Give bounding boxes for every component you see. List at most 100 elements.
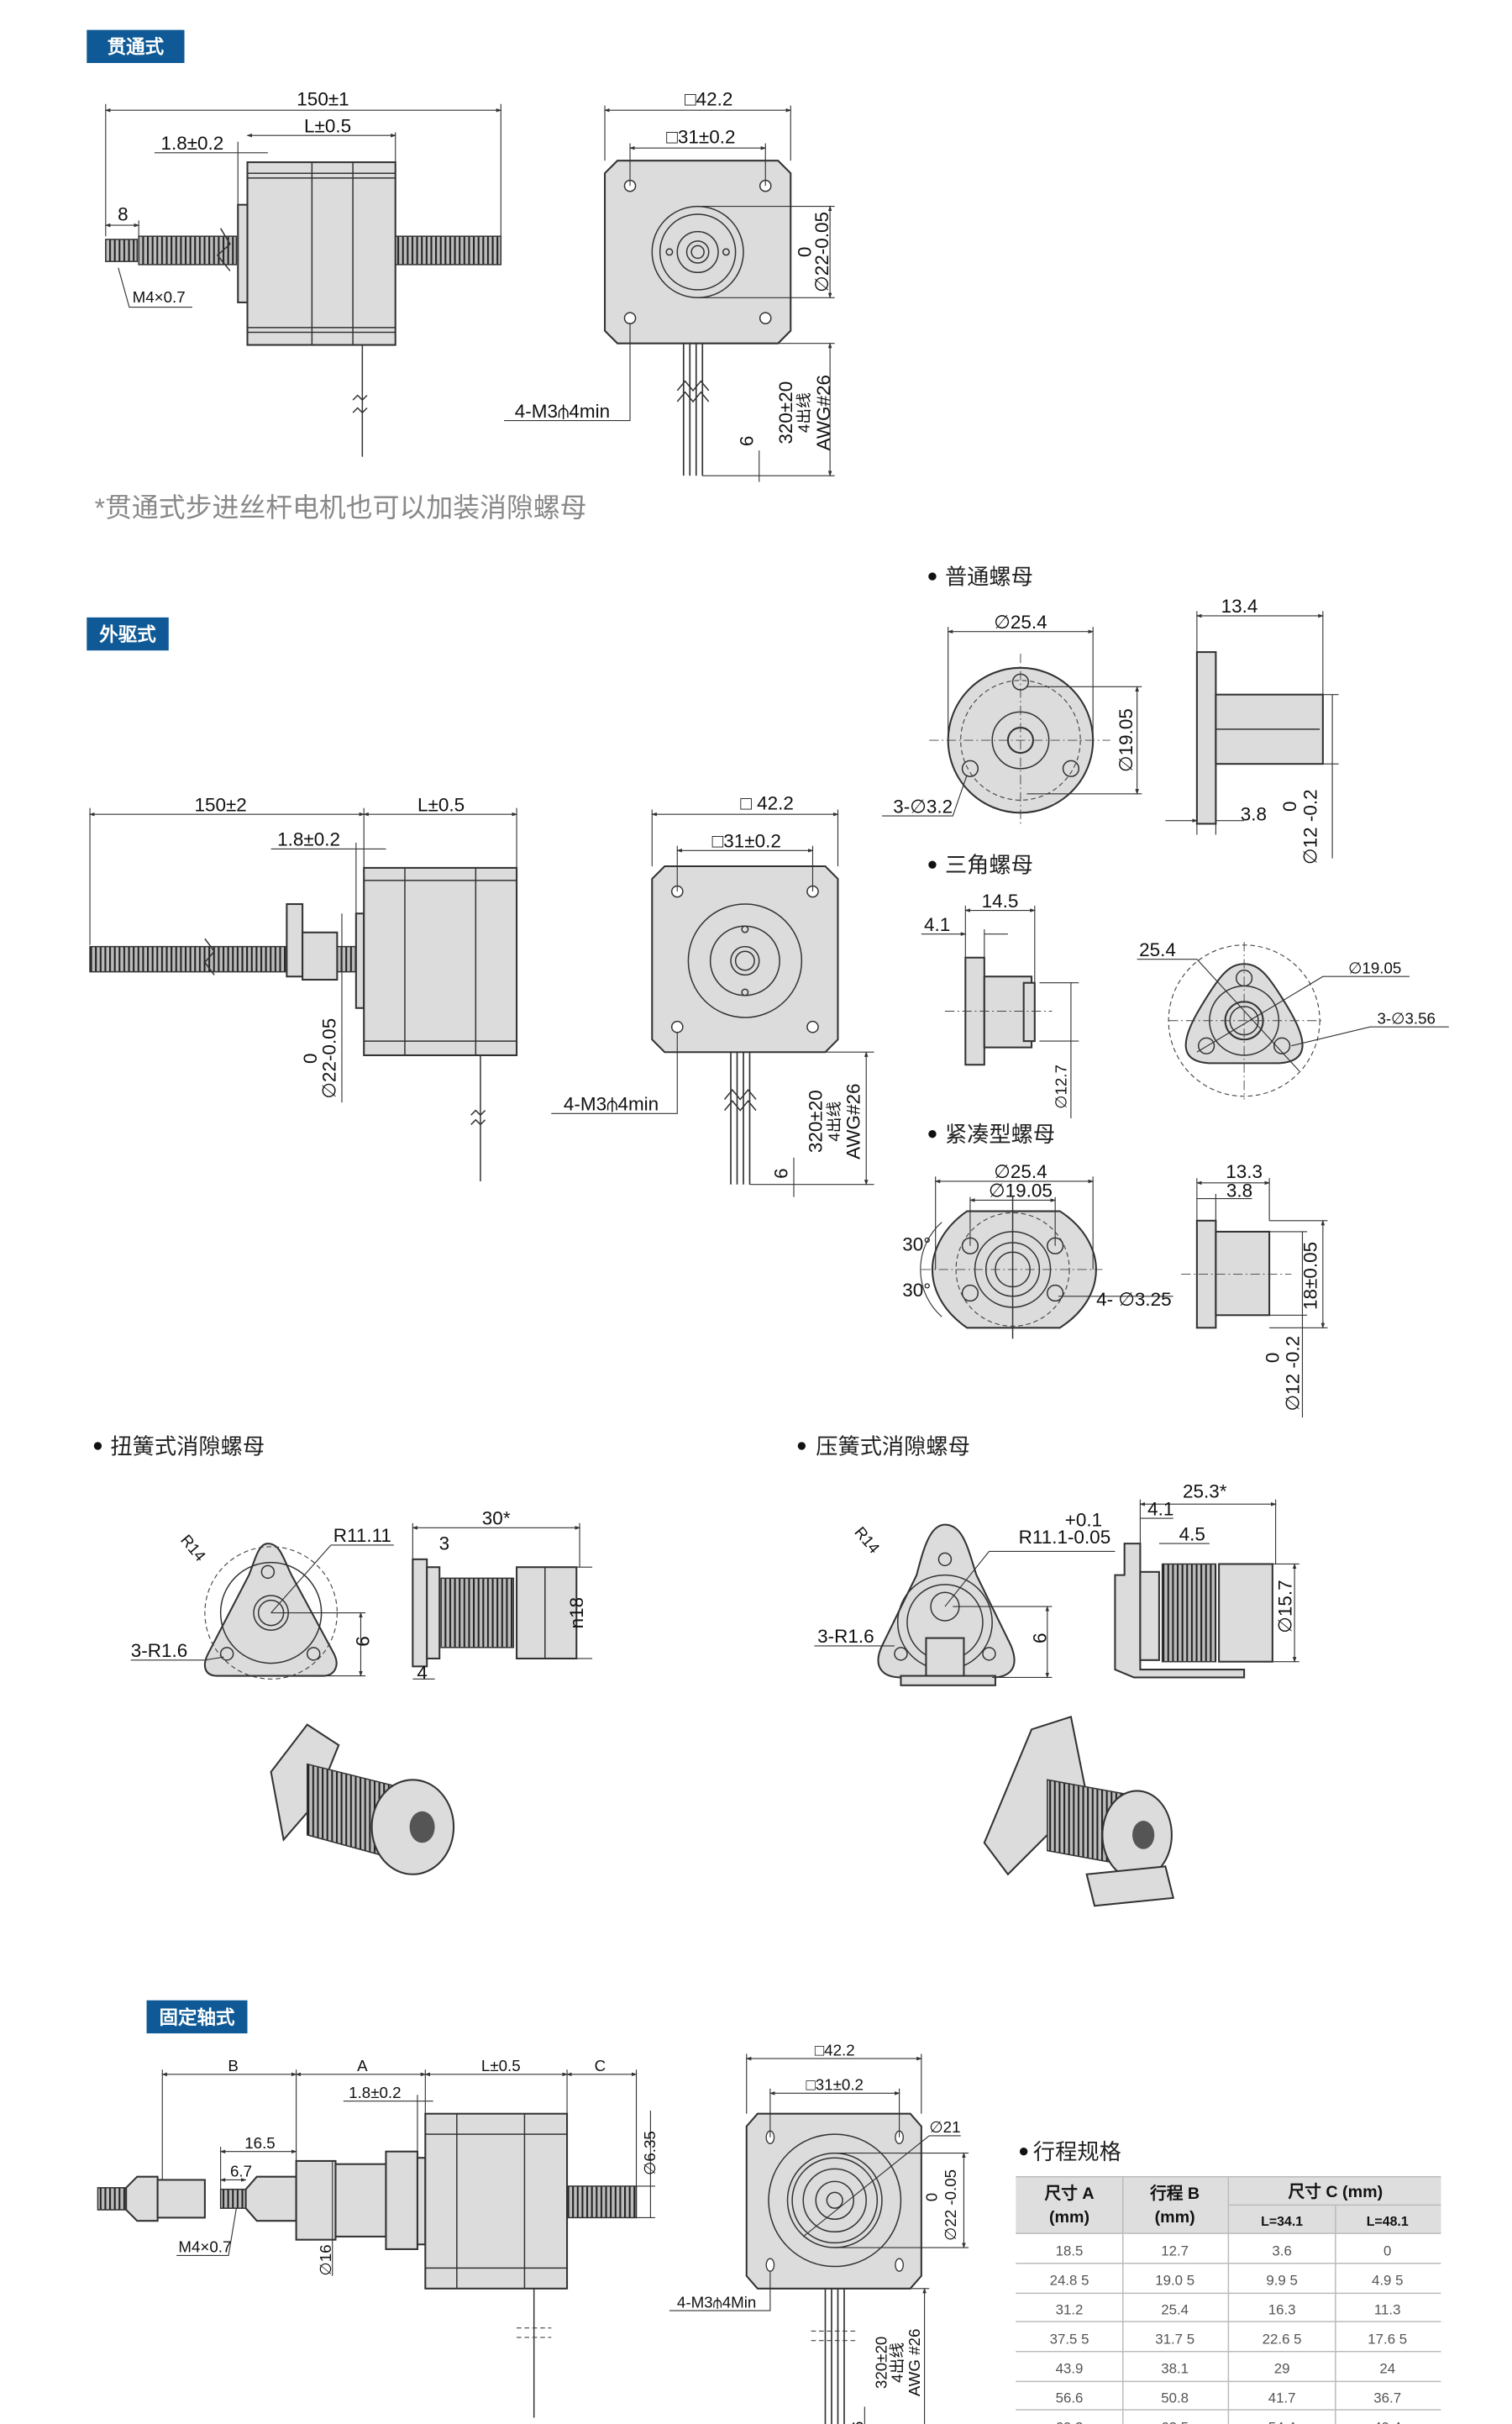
header-c: 尺寸 C (mm) bbox=[1289, 2182, 1383, 2201]
torsion-nut-3d-render bbox=[270, 1723, 455, 1875]
dim-boss-tol: 0 bbox=[1262, 1353, 1283, 1364]
header-c2: L=48.1 bbox=[1367, 2215, 1409, 2229]
dim-flange: 1.8±0.2 bbox=[349, 2084, 401, 2101]
badge-label: 外驱式 bbox=[99, 623, 156, 645]
header-b-unit: (mm) bbox=[1155, 2208, 1195, 2227]
dim-holes: 3-R1.6 bbox=[131, 1640, 188, 1661]
dim-boss-tol: 0 bbox=[1279, 802, 1300, 812]
front-view-external: □ 42.2 □31±0.2 4-M3⫛4min 320±20 4出线 AWG#… bbox=[551, 793, 874, 1197]
dim-boss-tol: 0 bbox=[923, 2193, 941, 2201]
dim-offset: 9 bbox=[352, 1636, 373, 1647]
front-view-fixed: □42.2 □31±0.2 ∅21 0 ∅22 -0.05 4-M3⫛4Min … bbox=[669, 2041, 969, 2424]
dim-length: 13.3 bbox=[1226, 1161, 1263, 1182]
dim-r-outer: R14 bbox=[851, 1523, 883, 1557]
header-a-unit: (mm) bbox=[1049, 2208, 1089, 2227]
dim-c: C bbox=[595, 2057, 606, 2074]
dim-strip: 6 bbox=[736, 436, 757, 447]
dim-square: □42.2 bbox=[685, 89, 732, 110]
lead-gauge: AWG#26 bbox=[843, 1084, 864, 1159]
badge-label: 贯通式 bbox=[108, 37, 165, 58]
dim-strip: 6 bbox=[770, 1168, 791, 1179]
section-through-type: 贯通式 150±1 L±0.5 1.8±0.2 8 bbox=[87, 29, 835, 523]
nut-torsion-title: 扭簧式消隙螺母 bbox=[110, 1433, 265, 1459]
badge-fixed-shaft: 固定轴式 bbox=[146, 2000, 248, 2034]
dim-flange-dia: ∅25.4 bbox=[994, 1161, 1047, 1182]
dim-boss-dia: ∅22-0.05 bbox=[811, 212, 832, 292]
dim-body-length: L±0.5 bbox=[304, 115, 351, 136]
table-cell: 29 bbox=[1274, 2361, 1290, 2377]
dim-dia: n18 bbox=[566, 1597, 587, 1629]
table-cell: 19.0 5 bbox=[1155, 2272, 1194, 2288]
dim-body-length: L±0.5 bbox=[417, 794, 465, 815]
compression-nut-3d-render bbox=[983, 1715, 1175, 1907]
table-cell: 16.3 bbox=[1268, 2302, 1296, 2318]
dim-flange-thk: 4.1 bbox=[924, 914, 950, 935]
dim-step: 4 bbox=[417, 1662, 428, 1683]
dim-flange: 3 bbox=[439, 1533, 450, 1554]
dim-pcd: ∅19.05 bbox=[1116, 708, 1137, 772]
lead-length: 320±20 bbox=[806, 1090, 827, 1153]
nut-compact-title: 紧凑型螺母 bbox=[945, 1122, 1055, 1147]
dim-angle-2: 30° bbox=[902, 1280, 931, 1301]
dim-flange: 1.8±0.2 bbox=[277, 829, 340, 850]
nut-standard: 普通螺母 ∅25.4 ∅19.05 3-∅3.2 13.4 3.8 bbox=[881, 564, 1339, 865]
dim-outer: 25.4 bbox=[1139, 939, 1176, 960]
nut-triangle: 三角螺母 14.5 4.1 ∅12.7 25.4 ∅19.05 3-∅3.5 bbox=[921, 853, 1449, 1118]
dim-hole-pitch: □31±0.2 bbox=[666, 127, 735, 148]
lead-count: 4出线 bbox=[795, 392, 813, 433]
dim-pcd: ∅19.05 bbox=[989, 1180, 1053, 1201]
lead-length: 320±20 bbox=[873, 2337, 890, 2389]
table-cell: 3.6 bbox=[1272, 2243, 1291, 2258]
table-cell: 69.3 bbox=[1056, 2420, 1084, 2424]
table-cell: 49.4 bbox=[1373, 2420, 1401, 2424]
dim-hole-pitch: □31±0.2 bbox=[712, 831, 781, 852]
front-view-through: □42.2 □31±0.2 0 0 ∅22-0.05 4-M3⫛4min 6 3… bbox=[504, 89, 835, 482]
side-view-fixed: B A L±0.5 C 1.8±0.2 16.5 6.7 M4×0.7 ∅16 … bbox=[97, 2057, 659, 2418]
badge-label: 固定轴式 bbox=[160, 2006, 235, 2028]
stroke-spec-table: 行程规格 尺寸 A (mm) 行程 B (mm) 尺寸 C (mm) L=34.… bbox=[1016, 2139, 1441, 2424]
nut-triangle-title: 三角螺母 bbox=[945, 853, 1033, 878]
table-cell: 0 bbox=[1383, 2243, 1391, 2258]
dim-b: B bbox=[228, 2057, 238, 2074]
table-cell: 36.7 bbox=[1373, 2390, 1401, 2406]
dim-thread: M4×0.7 bbox=[133, 288, 186, 306]
table-cell: 17.6 5 bbox=[1368, 2332, 1407, 2348]
dim-holes: 3-∅3.56 bbox=[1377, 1009, 1435, 1027]
dim-mount-holes: 4-M3⫛4Min bbox=[677, 2293, 756, 2311]
lead-count: 4出线 bbox=[825, 1102, 843, 1142]
dim-holes: 3-∅3.2 bbox=[893, 796, 953, 817]
dim-flange-dia: ∅25.4 bbox=[994, 612, 1047, 633]
nut-torsion-spring: 扭簧式消隙螺母 R14 R11.11 3-R1.6 9 30* 3 4 bbox=[93, 1433, 593, 1875]
table-cell: 63.5 bbox=[1161, 2420, 1189, 2424]
dim-flange-thk: 3.8 bbox=[1241, 804, 1267, 825]
dim-thread-length: 8 bbox=[118, 203, 129, 224]
table-cell: 50.8 bbox=[1161, 2390, 1189, 2406]
side-view-through: 150±1 L±0.5 1.8±0.2 8 M4×0.7 bbox=[104, 89, 502, 457]
nut-compression-spring: 压簧式消隙螺母 R14 +0.1 R11.1-0.05 3-R1.6 9 bbox=[797, 1433, 1299, 1907]
dim-r-inner: R11.11 bbox=[333, 1525, 391, 1546]
dim-r-inner: R11.1-0.05 bbox=[1019, 1527, 1111, 1548]
dim-offset: 9 bbox=[1029, 1633, 1050, 1643]
dim-boss-dia: ∅12.7 bbox=[1052, 1065, 1069, 1109]
dim-16-5: 16.5 bbox=[244, 2134, 275, 2152]
table-cell: 31.7 5 bbox=[1155, 2332, 1194, 2348]
table-cell: 38.1 bbox=[1161, 2361, 1189, 2377]
table-cell: 43.9 bbox=[1056, 2361, 1084, 2377]
dim-flange-thk: 3.8 bbox=[1226, 1180, 1252, 1201]
dim-shaft-dia: ∅6.35 bbox=[641, 2131, 659, 2175]
dim-boss-dia: ∅12 -0.2 bbox=[1283, 1336, 1304, 1412]
header-a: 尺寸 A bbox=[1045, 2184, 1095, 2203]
table-cell: 25.4 bbox=[1161, 2302, 1189, 2318]
dim-circle: ∅21 bbox=[929, 2118, 960, 2136]
badge-external-drive: 外驱式 bbox=[87, 617, 169, 651]
table-cell: 54.4 bbox=[1268, 2420, 1296, 2424]
lead-gauge: AWG#26 bbox=[813, 375, 834, 450]
lead-length: 320±20 bbox=[775, 381, 796, 444]
dim-coupling-dia: ∅16 bbox=[317, 2244, 334, 2275]
dim-hole-pitch: □31±0.2 bbox=[806, 2076, 863, 2094]
nut-standard-title: 普通螺母 bbox=[945, 564, 1033, 589]
dim-boss-tol: 0 bbox=[795, 247, 816, 258]
dim-mount-holes: 4-M3⫛4min bbox=[515, 401, 610, 422]
dim-boss-tol: 0 bbox=[300, 1053, 321, 1064]
